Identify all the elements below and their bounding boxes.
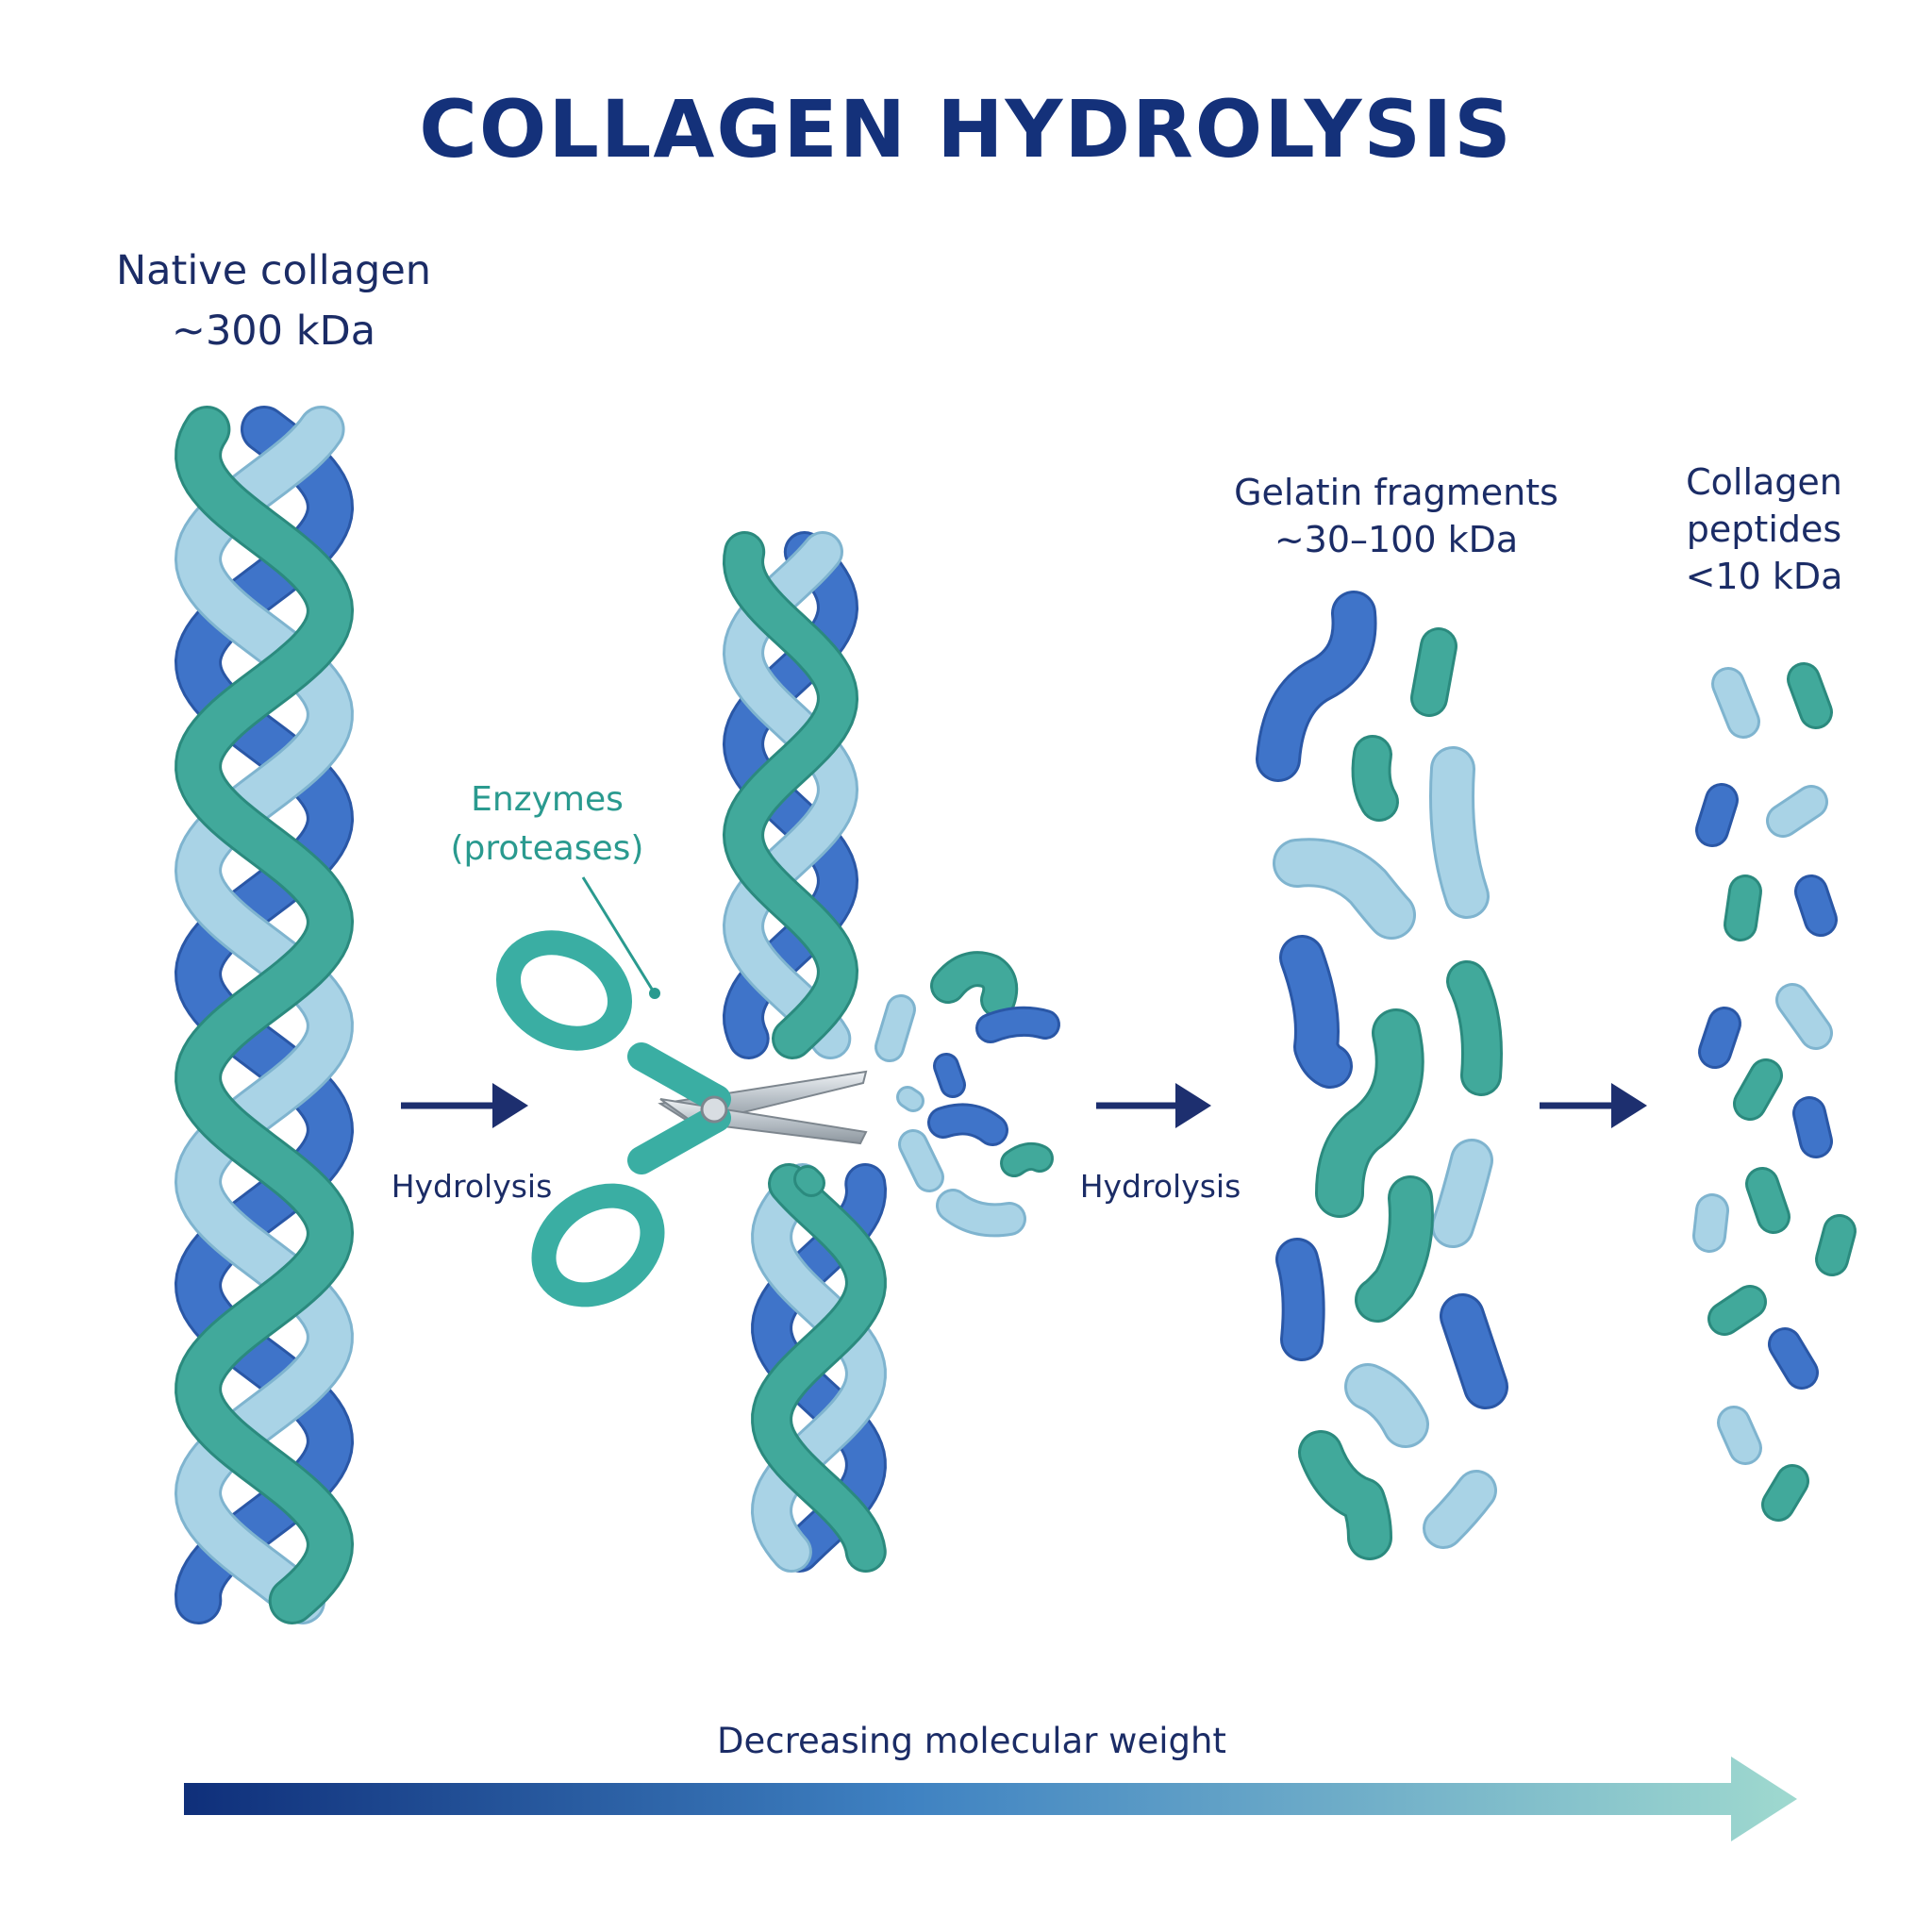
peptide [1778,986,1830,1047]
peptide [1790,665,1830,726]
helix-strand [177,408,352,1622]
peptide [1818,1217,1854,1274]
gelatin-fragments-name: Gelatin fragments [1234,472,1558,513]
gelatin-fragment [1449,963,1500,1093]
peptide [1795,1099,1830,1156]
peptide [1701,1009,1739,1066]
gelatin-fragment [1357,1178,1431,1320]
debris-fragment [899,1089,922,1109]
helix-strand [724,534,857,1057]
debris-fragment [933,954,1016,1015]
molecular-weight-gradient-arrow [184,1757,1797,1841]
collagen-peptides-label: Collagen peptides <10 kDa [1660,458,1868,600]
peptide [1736,1061,1780,1118]
helix-strand [724,534,857,1057]
page-title: COLLAGEN HYDROLYSIS [419,83,1513,175]
enzyme-label: Enzymes (proteases) [425,775,670,874]
debris-fragment [877,997,913,1059]
enzyme-label-line2: (proteases) [450,829,644,868]
peptide [1720,1408,1759,1462]
scissors-icon [495,930,868,1307]
native-collagen-name: Native collagen [115,247,432,294]
hydrolysis-label-1: Hydrolysis [391,1168,553,1205]
debris-fragment [936,1056,963,1095]
gelatin-fragment [1434,1141,1491,1245]
gelatin-fragment [1347,1366,1426,1445]
gelatin-fragment [1354,738,1396,819]
gelatin-fragments-mass: ~30–100 kDa [1274,519,1519,560]
helix-strand [176,408,351,1622]
debris-fragment [930,1106,1006,1143]
enzyme-pointer-dot [649,988,660,999]
collagen-peptides-name-2: peptides [1686,508,1842,550]
cleaved-helix-lower [750,1163,888,1573]
peptide [1695,1196,1726,1250]
cleaved-helix-upper [722,531,859,1059]
native-collagen-label: Native collagen ~300 kDa [85,241,462,361]
peptide [1769,788,1825,835]
debris-fragment [1003,1144,1051,1174]
gelatin-fragment [1432,749,1487,916]
gelatin-fragment [1442,1296,1506,1407]
gelatin-fragment [1278,1241,1323,1358]
gelatin-fragment [1258,593,1374,779]
native-collagen-mass: ~300 kDa [171,308,376,355]
gelatin-fragment [1282,938,1350,1086]
peptide [1726,877,1759,939]
released-fragments [793,951,1060,1238]
hydrolysis-label-2: Hydrolysis [1079,1168,1241,1205]
gelatin-fragments [1256,591,1508,1560]
peptide [1797,877,1835,934]
peptide [1771,1330,1816,1387]
enzyme-pointer-line [581,876,655,991]
arrow-3 [1540,1083,1647,1128]
peptide [1748,1170,1788,1231]
debris-fragment [939,1191,1024,1235]
gelatin-fragment [1301,1433,1390,1557]
debris-fragment [901,1132,941,1190]
peptide [1710,1288,1764,1333]
helix-strand [754,1166,884,1570]
arrow-2 [1096,1083,1211,1128]
gelatin-fragments-label: Gelatin fragments ~30–100 kDa [1217,469,1575,563]
collagen-peptides [1692,662,1857,1522]
helix-strand [753,1166,884,1570]
gelatin-fragment [1425,1473,1494,1546]
peptide [1714,670,1757,736]
peptide [1764,1467,1807,1519]
gelatin-fragment [1413,630,1455,714]
gelatin-fragment [1318,1011,1422,1215]
gradient-axis-label: Decreasing molecular weight [717,1721,1226,1761]
debris-fragment [796,1168,823,1194]
debris-fragment [978,1008,1058,1041]
enzyme-label-line1: Enzymes [471,780,624,819]
collagen-peptides-name-1: Collagen [1686,461,1842,503]
peptide [1698,786,1736,844]
arrow-1 [401,1083,528,1128]
collagen-peptides-mass: <10 kDa [1685,556,1843,597]
gelatin-fragment [1275,841,1413,937]
native-collagen-helix [174,406,355,1624]
